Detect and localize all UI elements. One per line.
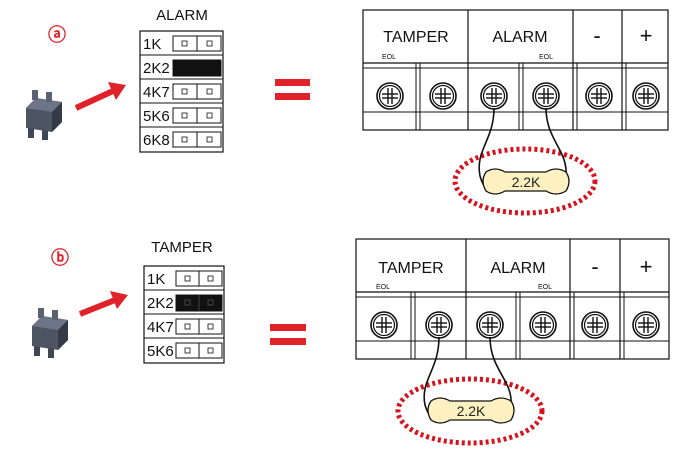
jumper-row-label: 1K (147, 271, 165, 288)
resistor-b: 2.2K (395, 336, 545, 446)
screw-terminal-icon (581, 311, 609, 339)
jumper-icon (32, 308, 68, 358)
screw-terminal-icon (585, 82, 613, 110)
resistor-value-a: 2.2K (512, 174, 541, 190)
jumper-block-a: 1K 2K2 4K7 5K6 (139, 30, 224, 153)
screw-terminal-icon (425, 311, 453, 339)
jumper-title-a: ALARM (156, 7, 208, 24)
terminal-header-tamper: TAMPER (383, 29, 448, 46)
jumper-block-b: 1K 2K2 4K7 5K6 (143, 265, 225, 364)
panel-a: ⓐ ALARM 1K 2K2 4K7 (26, 7, 669, 216)
screw-terminal-icon (429, 82, 457, 110)
jumper-pins (172, 35, 222, 52)
jumper-icon (26, 90, 62, 140)
screw-terminal-icon (532, 82, 560, 110)
eol-label: EOL (539, 54, 553, 61)
jumper-row-label: 2K2 (143, 60, 170, 77)
eol-label: EOL (382, 54, 396, 61)
jumper-row-label: 6K8 (143, 132, 170, 149)
screw-terminal-icon (376, 82, 404, 110)
equals-sign-a (275, 79, 310, 100)
jumper-pins-selected (175, 294, 223, 312)
resistor-a: 2.2K (452, 107, 598, 216)
terminal-header-minus: - (593, 23, 600, 48)
jumper-row-label: 5K6 (143, 108, 170, 125)
screw-terminal-icon (480, 82, 508, 110)
terminal-header-alarm: ALARM (492, 29, 547, 46)
section-label-b: ⓑ (51, 247, 69, 268)
jumper-title-b: TAMPER (151, 239, 213, 256)
jumper-pins (172, 131, 222, 148)
jumper-pins (175, 270, 223, 287)
terminal-header-minus: - (591, 254, 598, 279)
eol-label: EOL (538, 284, 552, 291)
jumper-row-label: 4K7 (147, 319, 174, 336)
terminal-header-tamper: TAMPER (378, 260, 443, 277)
jumper-row-label: 2K2 (147, 295, 174, 312)
eol-label: EOL (376, 284, 390, 291)
panel-b: ⓑ TAMPER 1K 2K2 (32, 238, 670, 446)
jumper-pins (172, 83, 222, 100)
red-arrow-b (78, 291, 128, 317)
screw-terminal-icon (476, 311, 504, 339)
equals-sign-b (270, 324, 306, 345)
jumper-pins-selected (172, 59, 222, 77)
jumper-pins (175, 318, 223, 335)
terminal-header-plus: + (640, 23, 653, 48)
terminal-block-b: TAMPER EOL ALARM EOL - + (355, 238, 670, 360)
terminal-header-plus: + (640, 254, 653, 279)
screw-terminal-icon (632, 82, 660, 110)
jumper-row-label: 5K6 (147, 343, 174, 360)
jumper-pins (175, 342, 223, 359)
section-label-a: ⓐ (48, 24, 66, 45)
terminal-header-alarm: ALARM (490, 260, 545, 277)
jumper-row-label: 4K7 (143, 84, 170, 101)
jumper-row-label: 1K (143, 36, 161, 53)
red-arrow-a (74, 82, 126, 111)
resistor-value-b: 2.2K (457, 403, 486, 419)
screw-terminal-icon (529, 311, 557, 339)
screw-terminal-icon (632, 311, 660, 339)
terminal-block-a: TAMPER EOL ALARM EOL - + (362, 9, 669, 131)
screw-terminal-icon (370, 311, 398, 339)
jumper-pins (172, 107, 222, 124)
